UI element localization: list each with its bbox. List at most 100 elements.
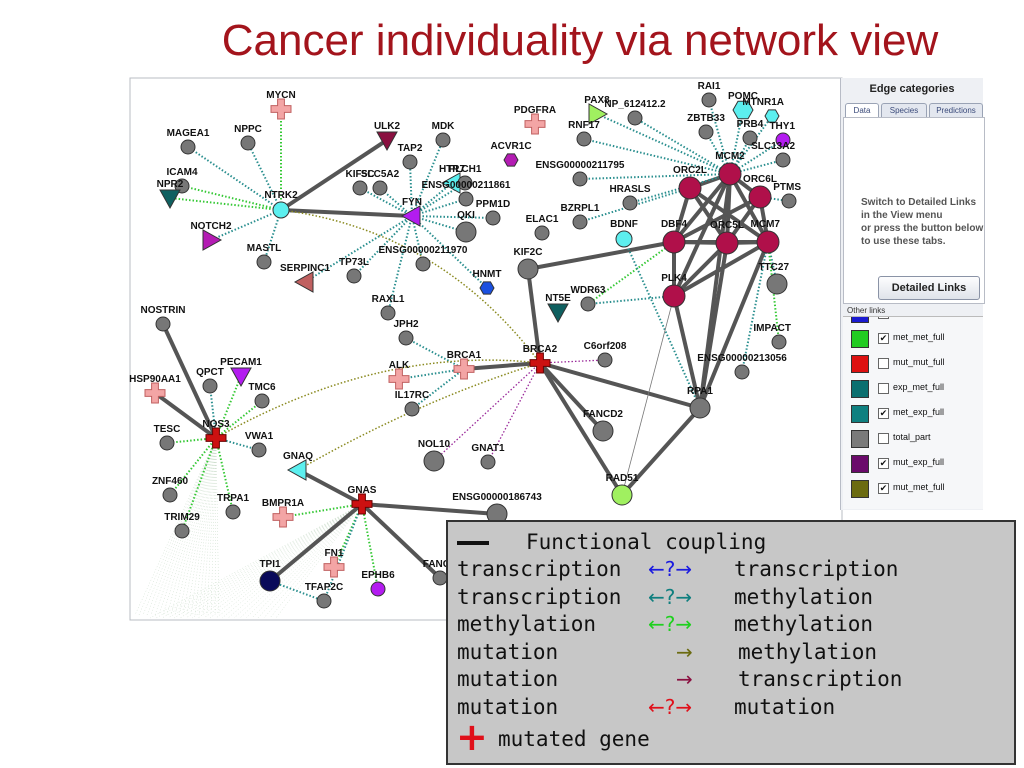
node-ttc27[interactable]: TTC27 [758, 262, 789, 295]
tab-species[interactable]: Species [881, 103, 927, 117]
edge-category-row[interactable]: exp_met_full [851, 378, 981, 398]
node-ensg00000211970[interactable]: ENSG00000211970 [379, 245, 468, 272]
node-ptms[interactable]: PTMS [773, 182, 801, 209]
node-magea1[interactable]: MAGEA1 [167, 128, 210, 155]
node-orc2l[interactable]: ORC2L [673, 165, 707, 200]
node-slc5a2[interactable]: SLC5A2 [361, 169, 400, 196]
node-pecam1[interactable]: PECAM1 [220, 357, 262, 388]
edge-category-row[interactable]: total_part [851, 428, 981, 448]
edge-category-checkbox[interactable]: ✔ [878, 408, 889, 419]
node-brca2[interactable]: BRCA2 [523, 344, 558, 374]
node-pomc[interactable]: POMC [728, 91, 758, 120]
node-rnf17[interactable]: RNF17 [568, 120, 600, 147]
node-mycn[interactable]: MYCN [266, 90, 296, 120]
node-raxl1[interactable]: RAXL1 [372, 294, 405, 321]
node-fancd2[interactable]: FANCD2 [583, 409, 623, 442]
edge-category-checkbox[interactable]: ✔ [878, 317, 889, 319]
detailed-links-button[interactable]: Detailed Links [878, 276, 980, 300]
node-orc6l[interactable]: ORC6L [743, 174, 777, 209]
node-elac1[interactable]: ELAC1 [526, 214, 559, 241]
node-acvr1c[interactable]: ACVR1C [490, 141, 532, 167]
node-ensg00000211861[interactable]: ENSG00000211861 [422, 180, 511, 207]
node-hsp90aa1[interactable]: HSP90AA1 [129, 374, 181, 404]
node-wdr63[interactable]: WDR63 [570, 285, 606, 312]
node-plch1[interactable]: PLCH1 [449, 164, 482, 191]
node-notch2[interactable]: NOTCH2 [190, 221, 232, 251]
node-nt5e[interactable]: NT5E [545, 293, 571, 324]
node-tap2[interactable]: TAP2 [398, 143, 423, 170]
node-fanca[interactable]: FANCA [423, 559, 457, 586]
node-mastl[interactable]: MASTL [247, 243, 281, 270]
node-tfap2c[interactable]: TFAP2C [305, 582, 343, 609]
node-alk[interactable]: ALK [388, 360, 410, 390]
node-ppm1d[interactable]: PPM1D [476, 199, 510, 226]
node-thy1[interactable]: THY1 [769, 121, 795, 148]
node-dbf4[interactable]: DBF4 [661, 219, 688, 254]
node-tp73l[interactable]: TP73L [339, 257, 369, 284]
node-plk4[interactable]: PLK4 [661, 273, 687, 308]
node-bzrpl1[interactable]: BZRPL1 [561, 203, 600, 230]
node-mtnr1a[interactable]: MTNR1A [742, 97, 784, 123]
node-pdgfra[interactable]: PDGFRA [514, 105, 556, 135]
node-znf460[interactable]: ZNF460 [152, 476, 189, 503]
node-rai1[interactable]: RAI1 [698, 81, 721, 108]
node-ephb6[interactable]: EPHB6 [361, 570, 395, 597]
node-jph2[interactable]: JPH2 [393, 319, 419, 346]
node-hnmt[interactable]: HNMT [473, 269, 502, 295]
node-mdk[interactable]: MDK [432, 121, 456, 148]
node-nos3[interactable]: NOS3 [202, 419, 230, 449]
edge-category-checkbox[interactable]: ✔ [878, 458, 889, 469]
node-ulk2[interactable]: ULK2 [374, 121, 401, 152]
node-ensg00000213056[interactable]: ENSG00000213056 [697, 353, 787, 380]
edge-category-row[interactable]: ✔met_met_full [851, 328, 981, 348]
node-bdnf[interactable]: BDNF [610, 219, 638, 248]
edge-category-checkbox[interactable]: ✔ [878, 333, 889, 344]
node-orc5l[interactable]: ORC5L [710, 220, 744, 255]
node-nol10[interactable]: NOL10 [418, 439, 451, 472]
node-il17rc[interactable]: IL17RC [395, 390, 429, 417]
node-mcm7[interactable]: MCM7 [751, 219, 781, 254]
node-serpinc1[interactable]: SERPINC1 [280, 263, 330, 293]
node-kif5c[interactable]: KIF5C [346, 169, 375, 196]
node-rpa1[interactable]: RPA1 [687, 386, 713, 419]
edge-category-row[interactable]: mut_mut_full [851, 353, 981, 373]
node-ntrk2[interactable]: NTRK2 [264, 190, 298, 219]
node-c6orf208[interactable]: C6orf208 [584, 341, 627, 368]
node-fn1[interactable]: FN1 [323, 548, 345, 578]
node-kif2c[interactable]: KIF2C [514, 247, 543, 280]
node-rad51[interactable]: RAD51 [606, 473, 639, 506]
node-prb4[interactable]: PRB4 [737, 119, 764, 146]
node-trim29[interactable]: TRIM29 [164, 512, 200, 539]
edge-category-checkbox[interactable] [878, 358, 889, 369]
node-gnaq[interactable]: GNAQ [283, 451, 313, 481]
node-impact[interactable]: IMPACT [753, 323, 791, 350]
node-trpa1[interactable]: TRPA1 [217, 493, 249, 520]
node-gnat1[interactable]: GNAT1 [471, 443, 505, 470]
node-slc13a2[interactable]: SLC13A2 [751, 141, 795, 168]
node-qpct[interactable]: QPCT [196, 367, 224, 394]
edge-category-row[interactable]: ✔mut_met_full [851, 478, 981, 498]
node-ensg00000211795[interactable]: ENSG00000211795 [536, 160, 625, 187]
node-brca1[interactable]: BRCA1 [447, 350, 482, 380]
node-mcm2[interactable]: MCM2 [715, 151, 745, 186]
edge-category-checkbox[interactable] [878, 433, 889, 444]
node-fyn[interactable]: FYN [400, 197, 422, 227]
node-nppc[interactable]: NPPC [234, 124, 262, 151]
node-tpi1[interactable]: TPI1 [259, 559, 281, 592]
edge-category-checkbox[interactable] [878, 383, 889, 394]
node-tesc[interactable]: TESC [154, 424, 181, 451]
node-pax8[interactable]: PAX8 [584, 95, 610, 125]
node-npr2[interactable]: NPR2 [157, 179, 184, 210]
node-hrasls[interactable]: HRASLS [609, 184, 651, 211]
node-vwa1[interactable]: VWA1 [245, 431, 274, 458]
node-nostrin[interactable]: NOSTRIN [141, 305, 186, 332]
tab-predictions[interactable]: Predictions [929, 103, 983, 117]
node-np-612412-2[interactable]: NP_612412.2 [604, 99, 666, 126]
edge-category-row[interactable]: ✔exp_exp_full [851, 317, 981, 323]
edge-category-row[interactable]: ✔met_exp_full [851, 403, 981, 423]
node-tmc6[interactable]: TMC6 [248, 382, 276, 409]
edge-category-row[interactable]: ✔mut_exp_full [851, 453, 981, 473]
node-bmpr1a[interactable]: BMPR1A [262, 498, 304, 528]
edge-category-checkbox[interactable]: ✔ [878, 483, 889, 494]
tab-data[interactable]: Data [845, 103, 879, 117]
